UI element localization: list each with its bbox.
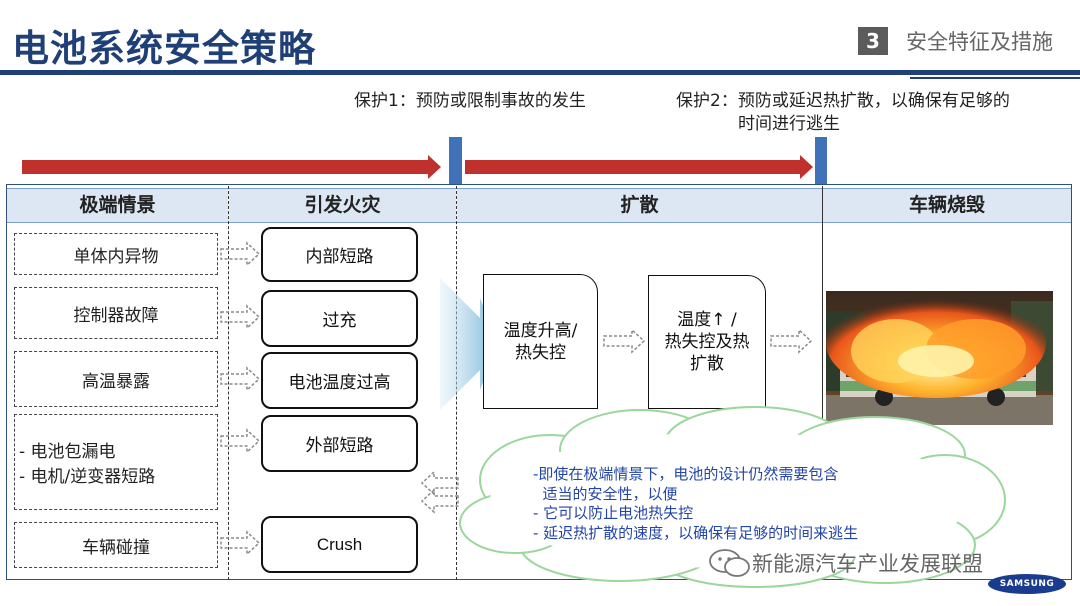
burning-bus-image: [826, 291, 1053, 425]
scenario-leakage-short: - 电池包漏电 - 电机/逆变器短路: [14, 414, 218, 510]
spread-box-propagation-line3: 扩散: [690, 354, 724, 374]
watermark-text: 新能源汽车产业发展联盟: [752, 552, 983, 576]
column-header-spread: 扩散: [457, 188, 822, 223]
column-header-scenario: 极端情景: [7, 188, 228, 223]
cause-overcharge: 过充: [261, 290, 418, 347]
scenario-inverter-short: - 电机/逆变器短路: [19, 467, 156, 487]
scenario-foreign-matter: 单体内异物: [14, 233, 218, 275]
dashed-arrow-icon: [220, 241, 261, 267]
callout-cloud: [459, 406, 1006, 588]
column-header-fire: 引发火灾: [229, 188, 456, 223]
dashed-arrow-icon: [770, 328, 813, 354]
spread-box-propagation-line2: 热失控及热: [664, 332, 750, 352]
wechat-icon: [709, 549, 750, 577]
scenario-high-temp: 高温暴露: [14, 351, 218, 407]
column-divider: [822, 186, 823, 580]
callout-line: - 它可以防止电池热失控: [533, 504, 694, 522]
protection-2-line2: 时间进行逃生: [738, 114, 840, 134]
spread-box-temp-rise: 温度升高/ 热失控: [483, 274, 598, 409]
protection-2-label: 保护2：预防或延迟热扩散，以确保有足够的 时间进行逃生: [676, 90, 1010, 136]
section-number: 3: [858, 27, 888, 55]
section-label: 安全特征及措施: [906, 30, 1053, 54]
spread-box-propagation: 温度↑ / 热失控及热 扩散: [648, 275, 766, 409]
scenario-collision: 车辆碰撞: [14, 522, 218, 568]
scenario-controller-fault: 控制器故障: [14, 287, 218, 339]
spread-box-propagation-line1: 温度↑ /: [677, 310, 737, 330]
spread-box-temp-rise-line2: 热失控: [515, 342, 566, 363]
cause-crush: Crush: [261, 516, 418, 573]
callout-line: 适当的安全性，以便: [533, 484, 678, 503]
cause-internal-short: 内部短路: [261, 227, 418, 282]
callout-line: -即使在极端情景下，电池的设计仍然需要包含: [533, 465, 839, 483]
header-divider: [0, 70, 1080, 75]
dashed-arrow-icon: [220, 428, 261, 454]
column-header-vehicle: 车辆烧毁: [823, 188, 1071, 223]
strategy-table-frame: [6, 184, 1072, 580]
scenario-leakage: - 电池包漏电: [19, 442, 116, 462]
dashed-arrow-icon: [603, 328, 646, 354]
protection-2-arrow: [465, 155, 813, 179]
dashed-arrow-icon: [220, 530, 261, 556]
protection-2-line1: 保护2：预防或延迟热扩散，以确保有足够的: [676, 91, 1010, 111]
spread-box-temp-rise-line1: 温度升高/: [503, 320, 578, 341]
header-divider-accent: [910, 77, 1080, 79]
timeline-arrows: [22, 137, 827, 184]
page-title: 电池系统安全策略: [12, 27, 316, 70]
column-divider: [228, 186, 229, 580]
protection-1-label: 保护1：预防或限制事故的发生: [354, 91, 586, 111]
dashed-arrow-icon: [220, 366, 261, 392]
callout-text: -即使在极端情景下，电池的设计仍然需要包含 适当的安全性，以便 - 它可以防止电…: [533, 465, 858, 543]
protection-1-arrow: [22, 155, 441, 179]
protection-2-marker: [815, 137, 827, 184]
dashed-arrow-icon: [220, 304, 261, 330]
cause-overheat: 电池温度过高: [261, 352, 418, 409]
dashed-arrow-back-icon: [420, 470, 459, 496]
callout-line: - 延迟热扩散的速度，以确保有足够的时间来逃生: [533, 523, 859, 542]
protection-1-marker: [449, 137, 462, 184]
samsung-logo: SAMSUNG: [988, 574, 1066, 594]
cause-external-short: 外部短路: [261, 415, 418, 472]
dashed-arrow-back-icon: [420, 488, 459, 514]
